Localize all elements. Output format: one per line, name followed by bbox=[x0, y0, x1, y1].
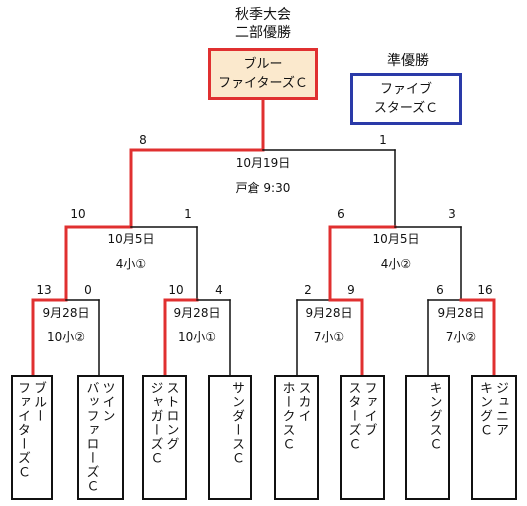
quarterfinal-4-venue: 7小② bbox=[445, 330, 477, 344]
team-5-name-col-1: スカイ bbox=[295, 381, 311, 423]
semifinal-2-score-right: 3 bbox=[448, 207, 456, 221]
quarterfinal-3-venue: 7小① bbox=[313, 330, 345, 344]
semifinal-1-score-right: 1 bbox=[184, 207, 192, 221]
team-2-name-col-1: ツイン bbox=[99, 381, 115, 423]
quarterfinal-1-venue: 10小② bbox=[46, 330, 86, 344]
quarterfinal-4-score-left: 6 bbox=[436, 283, 444, 297]
quarterfinal-3-score-right: 9 bbox=[347, 283, 355, 297]
team-5-name-col-2: ホークスＣ bbox=[279, 381, 295, 451]
team-6-name-col-2: スターズＣ bbox=[345, 381, 361, 451]
team-box-7: キングスＣ bbox=[405, 375, 450, 500]
runner-up-box: ファイブ スターズＣ bbox=[350, 73, 462, 125]
team-6-name-col-1: ファイブ bbox=[361, 381, 377, 437]
tournament-title: 秋季大会 二部優勝 bbox=[213, 6, 313, 42]
quarterfinal-2-score-right: 4 bbox=[215, 283, 223, 297]
quarterfinal-1-score-right: 0 bbox=[84, 283, 92, 297]
quarterfinal-4-date: 9月28日 bbox=[437, 306, 485, 320]
team-1-name-col-1: ブルー bbox=[31, 381, 46, 423]
team-box-4: サンダースＣ bbox=[208, 375, 252, 500]
team-box-8: ジュニア キングＣ bbox=[471, 375, 517, 500]
quarterfinal-3-date: 9月28日 bbox=[305, 306, 353, 320]
quarterfinal-1-score-left: 13 bbox=[36, 283, 52, 297]
quarterfinal-4-score-right: 16 bbox=[477, 283, 493, 297]
team-1-name-col-2: ファイターズＣ bbox=[15, 381, 30, 479]
team-box-5: スカイ ホークスＣ bbox=[274, 375, 319, 500]
champion-name-line-1: ブルー bbox=[243, 57, 283, 72]
team-box-1: ブルー ファイターズＣ bbox=[11, 375, 53, 500]
final-score-left: 8 bbox=[139, 133, 147, 147]
team-box-2: ツイン バッファローズＣ bbox=[77, 375, 124, 500]
quarterfinal-3-score-left: 2 bbox=[304, 283, 312, 297]
semifinal-1-venue: 4小① bbox=[115, 257, 147, 271]
semifinal-2-score-left: 6 bbox=[337, 207, 345, 221]
title-line-1: 秋季大会 bbox=[235, 7, 291, 23]
semifinal-1-score-left: 10 bbox=[70, 207, 86, 221]
final-venue: 戸倉 9:30 bbox=[235, 181, 291, 195]
quarterfinal-2-venue: 10小① bbox=[177, 330, 217, 344]
champion-name-line-2: ファイターズＣ bbox=[218, 76, 308, 91]
team-8-name-col-1: ジュニア bbox=[493, 381, 508, 437]
semifinal-2-venue: 4小② bbox=[380, 257, 412, 271]
team-7-name-col-1: キングスＣ bbox=[426, 381, 442, 451]
final-score-right: 1 bbox=[379, 133, 387, 147]
quarterfinal-2-score-left: 10 bbox=[168, 283, 184, 297]
title-line-2: 二部優勝 bbox=[235, 25, 291, 41]
runner-up-name-line-1: ファイブ bbox=[379, 82, 432, 97]
team-8-name-col-2: キングＣ bbox=[477, 381, 492, 437]
team-3-name-col-2: ジャガーズＣ bbox=[147, 381, 163, 465]
final-date: 10月19日 bbox=[235, 156, 291, 170]
team-3-name-col-1: ストロング bbox=[163, 381, 179, 451]
semifinal-2-date: 10月5日 bbox=[372, 232, 420, 246]
semifinal-1-date: 10月5日 bbox=[107, 232, 155, 246]
runner-up-label: 準優勝 bbox=[387, 53, 429, 69]
runner-up-name-line-2: スターズＣ bbox=[373, 101, 439, 116]
quarterfinal-1-date: 9月28日 bbox=[42, 306, 90, 320]
team-box-6: ファイブ スターズＣ bbox=[340, 375, 385, 500]
champion-box: ブルー ファイターズＣ bbox=[208, 48, 318, 100]
team-4-name-col-1: サンダースＣ bbox=[229, 381, 244, 465]
team-box-3: ストロング ジャガーズＣ bbox=[142, 375, 187, 500]
quarterfinal-2-date: 9月28日 bbox=[173, 306, 221, 320]
team-2-name-col-2: バッファローズＣ bbox=[83, 381, 99, 493]
